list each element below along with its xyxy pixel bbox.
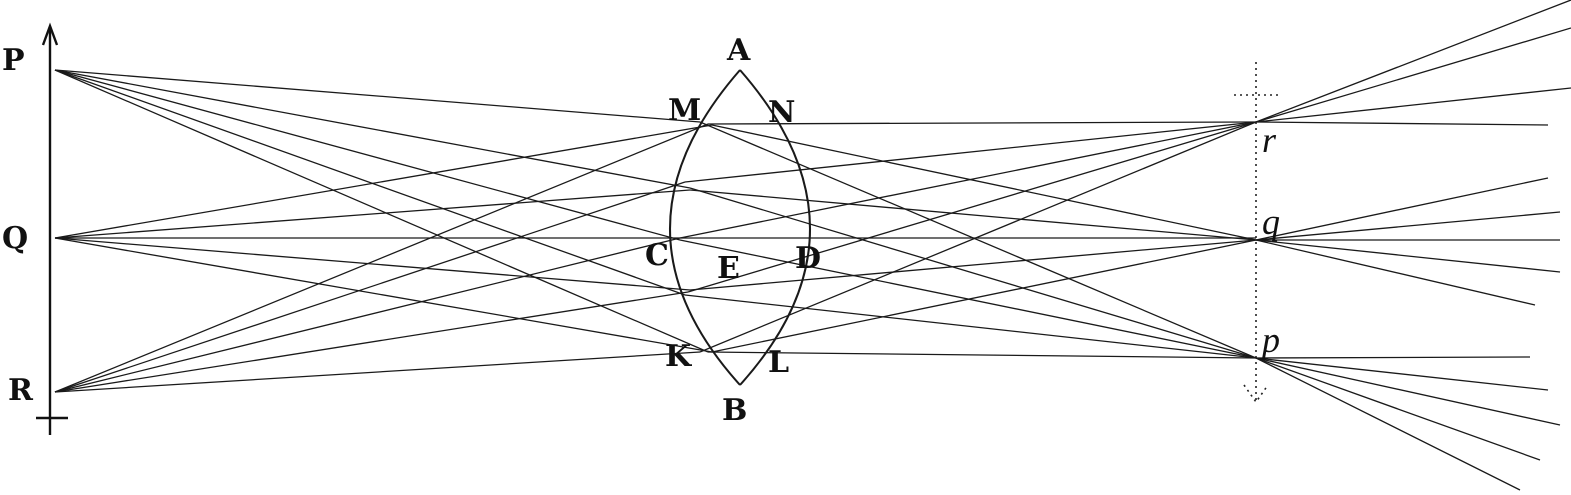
rays-from-Q: [54, 124, 1257, 353]
label-R: R: [8, 373, 34, 408]
label-L: L: [768, 345, 789, 380]
label-r: r: [1262, 120, 1277, 160]
label-q: q: [1262, 202, 1280, 242]
label-A: A: [726, 33, 751, 68]
label-D: D: [795, 241, 821, 276]
label-B: B: [722, 393, 747, 428]
label-K: K: [665, 339, 692, 374]
rays-beyond-image: [1255, 0, 1571, 491]
rays-from-P: [54, 69, 1257, 359]
label-p: p: [1259, 320, 1280, 360]
rays-from-R: [54, 121, 1257, 393]
label-N: N: [768, 95, 795, 130]
label-E: E: [717, 251, 740, 286]
convex-lens: [669, 69, 811, 386]
label-C: C: [645, 238, 669, 273]
image-arrow: [1234, 62, 1280, 404]
label-M: M: [668, 93, 701, 128]
object-arrow: [36, 22, 68, 435]
label-P: P: [2, 43, 25, 78]
label-Q: Q: [2, 221, 28, 256]
